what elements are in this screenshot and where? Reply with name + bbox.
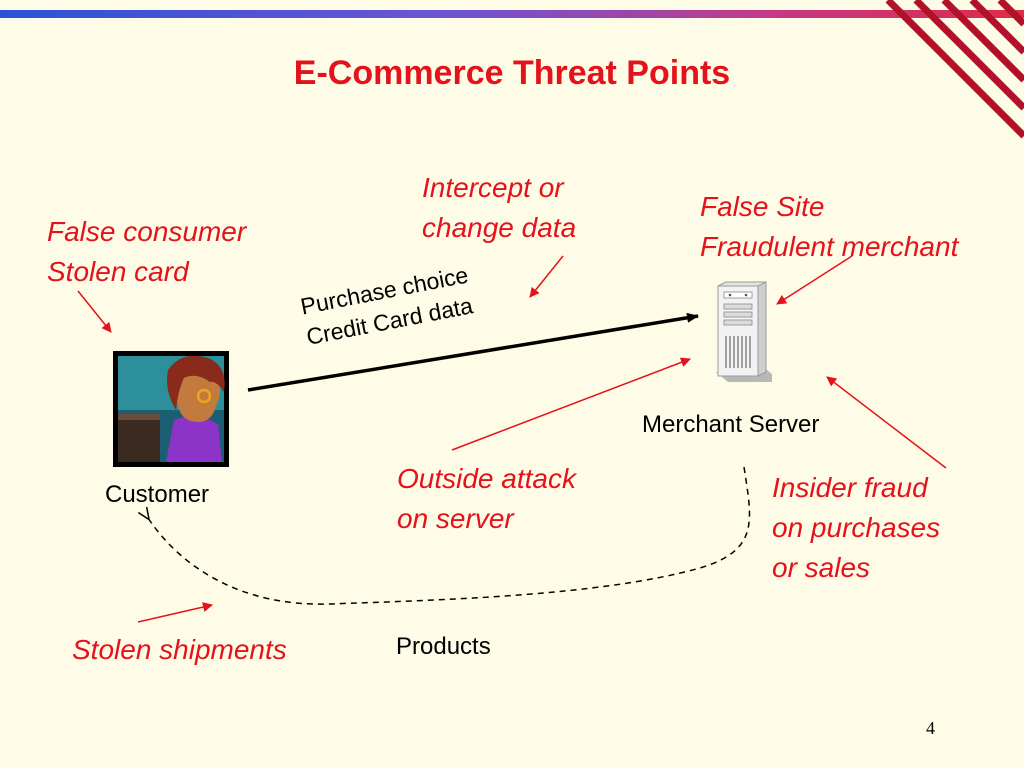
insider-fraud-arrow bbox=[826, 376, 947, 469]
threat-outside-attack: Outside attack on server bbox=[397, 463, 576, 534]
stolen-shipments-arrow bbox=[137, 602, 213, 623]
page-number: 4 bbox=[926, 718, 935, 738]
customer-label: Customer bbox=[105, 481, 210, 508]
false-consumer-arrow bbox=[77, 290, 112, 333]
products-return-path bbox=[148, 466, 751, 605]
threat-stolen-shipments: Stolen shipments bbox=[72, 634, 287, 665]
corner-stripes-decoration bbox=[885, 0, 1024, 139]
purchase-flow-arrow bbox=[247, 312, 699, 392]
threat-intercept-data: Intercept or change data bbox=[422, 172, 577, 243]
merchant-server-label: Merchant Server bbox=[642, 411, 820, 438]
top-gradient-bar bbox=[0, 10, 1024, 18]
false-site-arrow bbox=[776, 255, 853, 305]
threat-false-consumer: False consumer Stolen card bbox=[47, 216, 247, 287]
outside-attack-arrow bbox=[451, 357, 691, 451]
merchant-server-icon bbox=[716, 281, 772, 382]
customer-person-icon bbox=[113, 351, 229, 467]
products-label: Products bbox=[396, 633, 491, 660]
intercept-arrow bbox=[529, 255, 564, 298]
threat-insider-fraud: Insider fraud on purchases or sales bbox=[772, 472, 941, 583]
threat-false-site: False Site Fraudulent merchant bbox=[700, 191, 959, 262]
slide-title: E-Commerce Threat Points bbox=[293, 54, 731, 92]
